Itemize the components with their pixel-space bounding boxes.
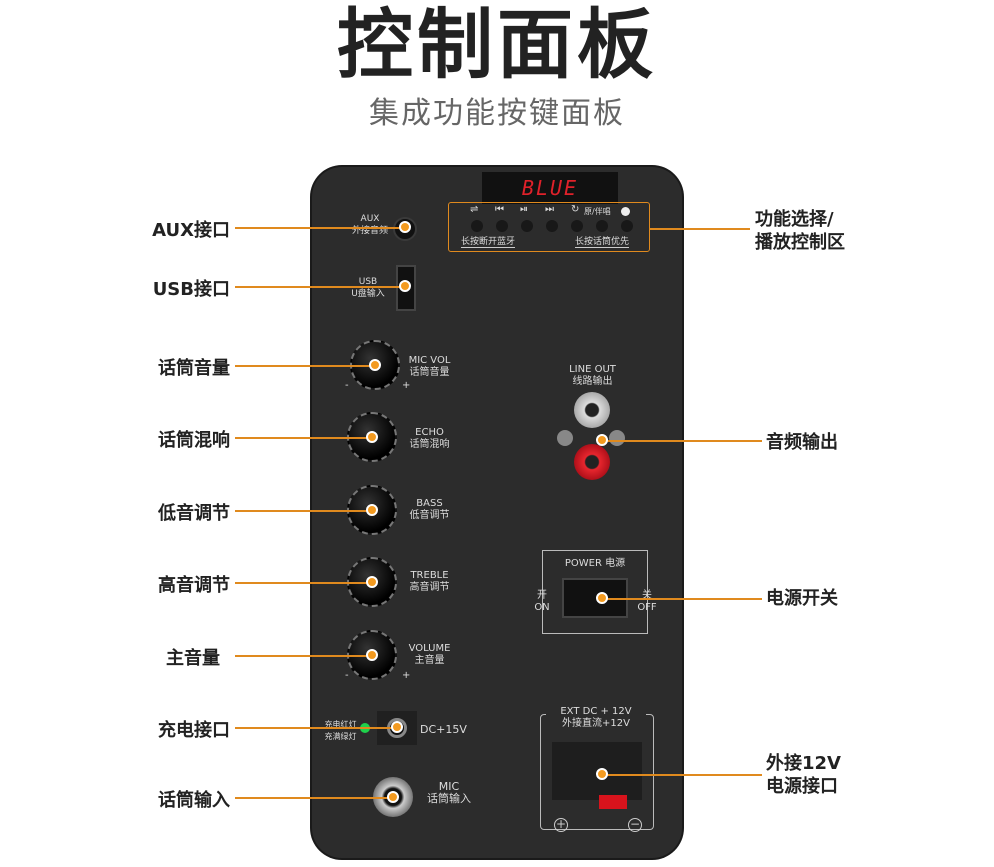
minus-sign: - <box>345 670 349 681</box>
callout-dot <box>596 592 608 604</box>
power-label: POWER 电源 <box>564 558 626 569</box>
function-button-area <box>448 202 650 252</box>
mode-icon: ⇌ <box>470 204 479 215</box>
callout-line <box>235 437 372 439</box>
record-button[interactable] <box>621 220 633 232</box>
previous-icon: ⏮ <box>495 204 504 215</box>
callout-bass: 低音调节 <box>158 503 230 524</box>
record-icon <box>621 207 630 216</box>
minus-sign: - <box>345 380 349 391</box>
callout-line <box>602 774 762 776</box>
next-button[interactable] <box>546 220 558 232</box>
callout-dot <box>366 431 378 443</box>
page-subtitle: 集成功能按键面板 <box>369 96 625 131</box>
callout-aux: AUX接口 <box>152 220 230 241</box>
plus-sign: + <box>402 670 411 681</box>
callout-line <box>650 228 750 230</box>
screw-icon <box>557 430 573 446</box>
callout-dot <box>366 504 378 516</box>
line-out-red-jack[interactable] <box>574 444 610 480</box>
callout-line <box>235 582 372 584</box>
hold-bt-hint: 长按断开蓝牙 <box>461 234 516 248</box>
mode-button[interactable] <box>471 220 483 232</box>
callout-line <box>235 797 393 799</box>
charge-led-label: 充电红灯充满绿灯 <box>324 720 357 741</box>
callout-line <box>602 440 762 442</box>
plus-sign: + <box>402 380 411 391</box>
next-icon: ⏭ <box>545 204 554 215</box>
play-pause-button[interactable] <box>521 220 533 232</box>
repeat-button[interactable] <box>571 220 583 232</box>
dc-label: DC+15V <box>420 723 467 736</box>
callout-dot <box>366 649 378 661</box>
minus-icon: − <box>628 817 642 832</box>
callout-echo: 话筒混响 <box>158 430 230 451</box>
callout-dot <box>391 721 403 733</box>
callout-dot <box>399 221 411 233</box>
terminal-lever[interactable] <box>599 795 627 809</box>
callout-line <box>235 510 372 512</box>
callout-dot <box>369 359 381 371</box>
callout-line <box>235 727 397 729</box>
callout-line <box>235 655 372 657</box>
callout-dot <box>387 791 399 803</box>
line-out-white-jack[interactable] <box>574 392 610 428</box>
hold-mic-hint: 长按话筒优先 <box>575 234 630 248</box>
vocal-label: 原/伴唱 <box>584 207 611 216</box>
callout-mic-input: 话筒输入 <box>158 790 230 811</box>
callout-usb: USB接口 <box>152 279 230 300</box>
page-title: 控制面板 <box>337 0 657 89</box>
callout-charge: 充电接口 <box>158 720 230 741</box>
callout-dot <box>366 576 378 588</box>
callout-volume: 主音量 <box>166 648 220 669</box>
callout-dot <box>596 434 608 446</box>
power-switch-frame <box>542 550 648 634</box>
callout-line <box>235 227 405 229</box>
led-display: BLUE <box>482 172 618 204</box>
callout-dot <box>596 768 608 780</box>
vocal-button[interactable] <box>596 220 608 232</box>
screw-icon <box>609 430 625 446</box>
callout-treble: 高音调节 <box>158 575 230 596</box>
repeat-icon: ↻ <box>571 204 580 215</box>
callout-line <box>235 286 405 288</box>
callout-function: 功能选择/播放控制区 <box>755 209 845 253</box>
callout-mic-vol: 话筒音量 <box>158 358 230 379</box>
callout-line <box>235 365 375 367</box>
callout-line <box>602 598 762 600</box>
callout-power-switch: 电源开关 <box>766 588 838 609</box>
previous-button[interactable] <box>496 220 508 232</box>
callout-audio-out: 音频输出 <box>766 432 838 453</box>
plus-icon: + <box>554 817 568 832</box>
play-pause-icon: ⏯ <box>520 204 528 215</box>
callout-dot <box>399 280 411 292</box>
